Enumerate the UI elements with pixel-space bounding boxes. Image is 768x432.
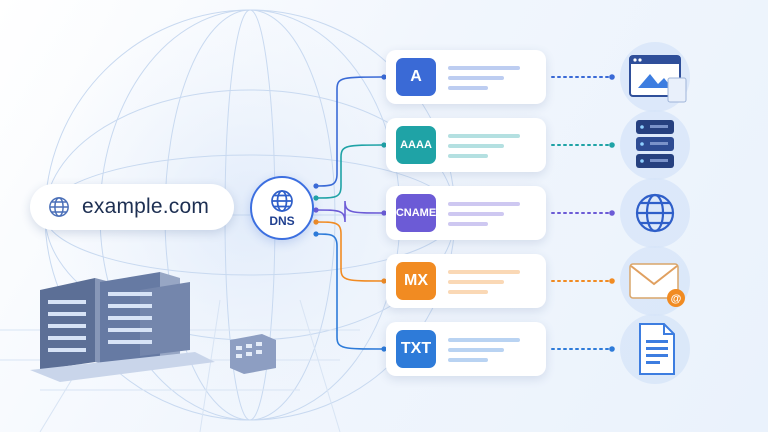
connector-dot <box>313 219 319 225</box>
connector-dot <box>313 195 319 201</box>
connector-dot <box>381 74 387 80</box>
server-rack-icon <box>620 110 690 180</box>
record-type-badge: MX <box>396 262 436 300</box>
email-icon: @ <box>620 246 690 316</box>
connector-line-a <box>315 76 385 187</box>
placeholder-line <box>448 134 520 138</box>
placeholder-line <box>448 212 504 216</box>
connector-line-cname <box>315 200 385 223</box>
record-type-badge: A <box>396 58 436 96</box>
connector-dot <box>381 278 387 284</box>
placeholder-line <box>448 270 520 274</box>
connector-dot <box>313 231 319 237</box>
domain-name: example.com <box>82 195 210 218</box>
connector-dot <box>313 207 319 213</box>
connector-dot <box>381 210 387 216</box>
placeholder-line <box>448 222 488 226</box>
placeholder-line <box>448 202 520 206</box>
placeholder-line <box>448 358 488 362</box>
globe-icon <box>49 197 69 217</box>
record-type-badge: TXT <box>396 330 436 368</box>
globe-icon <box>271 189 293 212</box>
connector-line-aaaa <box>315 144 385 199</box>
record-card-txt: TXT <box>386 322 546 376</box>
domain-input-pill: example.com <box>30 184 234 230</box>
connector-dot <box>381 142 387 148</box>
connector-dot <box>609 278 615 284</box>
webpage-icon <box>620 42 690 112</box>
dns-hub: DNS <box>250 176 314 240</box>
placeholder-line <box>448 86 488 90</box>
document-icon <box>620 314 690 384</box>
connector-dot <box>609 210 615 216</box>
placeholder-line <box>448 290 488 294</box>
connector-dot <box>609 142 615 148</box>
record-card-aaaa: AAAA <box>386 118 546 172</box>
connector-line-txt <box>315 233 385 350</box>
connector-line-mx <box>315 221 385 282</box>
placeholder-line <box>448 348 504 352</box>
placeholder-line <box>448 66 520 70</box>
placeholder-line <box>448 280 504 284</box>
connector-dot <box>609 346 615 352</box>
globe-icon <box>620 178 690 248</box>
record-type-badge: AAAA <box>396 126 436 164</box>
connector-dot <box>313 183 319 189</box>
placeholder-line <box>448 76 504 80</box>
placeholder-line <box>448 154 488 158</box>
connector-dot <box>609 74 615 80</box>
svg-text:@: @ <box>671 293 682 305</box>
placeholder-line <box>448 144 504 148</box>
server-towers-graphic <box>30 272 276 382</box>
record-card-mx: MX <box>386 254 546 308</box>
placeholder-line <box>448 338 520 342</box>
dns-hub-label: DNS <box>269 213 295 228</box>
record-card-cname: CNAME <box>386 186 546 240</box>
record-card-a: A <box>386 50 546 104</box>
record-type-badge: CNAME <box>396 194 436 232</box>
connector-dot <box>381 346 387 352</box>
